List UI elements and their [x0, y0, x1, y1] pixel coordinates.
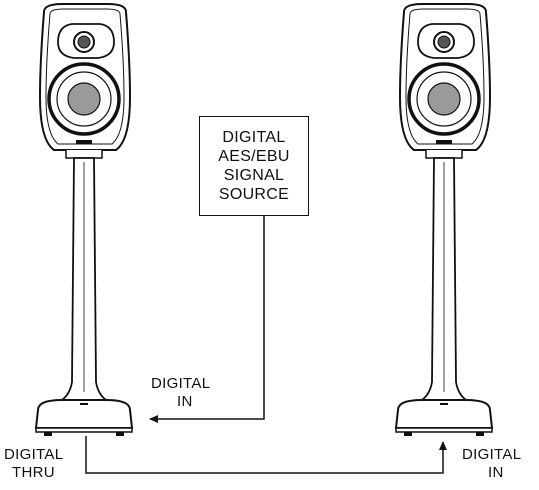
source-box-line-2: AES/EBU	[218, 148, 290, 165]
left-in-line-2: IN	[177, 393, 193, 410]
source-box-line-3: SIGNAL	[223, 167, 285, 184]
right-speaker	[394, 2, 494, 438]
right-in-line-2: IN	[488, 464, 504, 481]
source-to-left-in-cable	[149, 216, 265, 423]
source-box-line-4: SOURCE	[218, 186, 290, 203]
left-thru-line-1: DIGITAL	[4, 446, 64, 463]
right-in-line-1: DIGITAL	[462, 446, 522, 463]
digital-signal-source-box: DIGITAL AES/EBU SIGNAL SOURCE	[199, 116, 309, 216]
source-box-line-1: DIGITAL	[222, 129, 286, 146]
left-thru-line-2: THRU	[12, 464, 55, 481]
left-speaker	[34, 2, 134, 438]
thru-to-right-in-cable	[85, 436, 447, 474]
left-digital-in-label: DIGITAL IN	[151, 375, 210, 411]
left-in-line-1: DIGITAL	[151, 375, 211, 392]
left-digital-thru-label: DIGITAL THRU	[4, 446, 63, 482]
right-digital-in-label: DIGITAL IN	[462, 446, 521, 482]
